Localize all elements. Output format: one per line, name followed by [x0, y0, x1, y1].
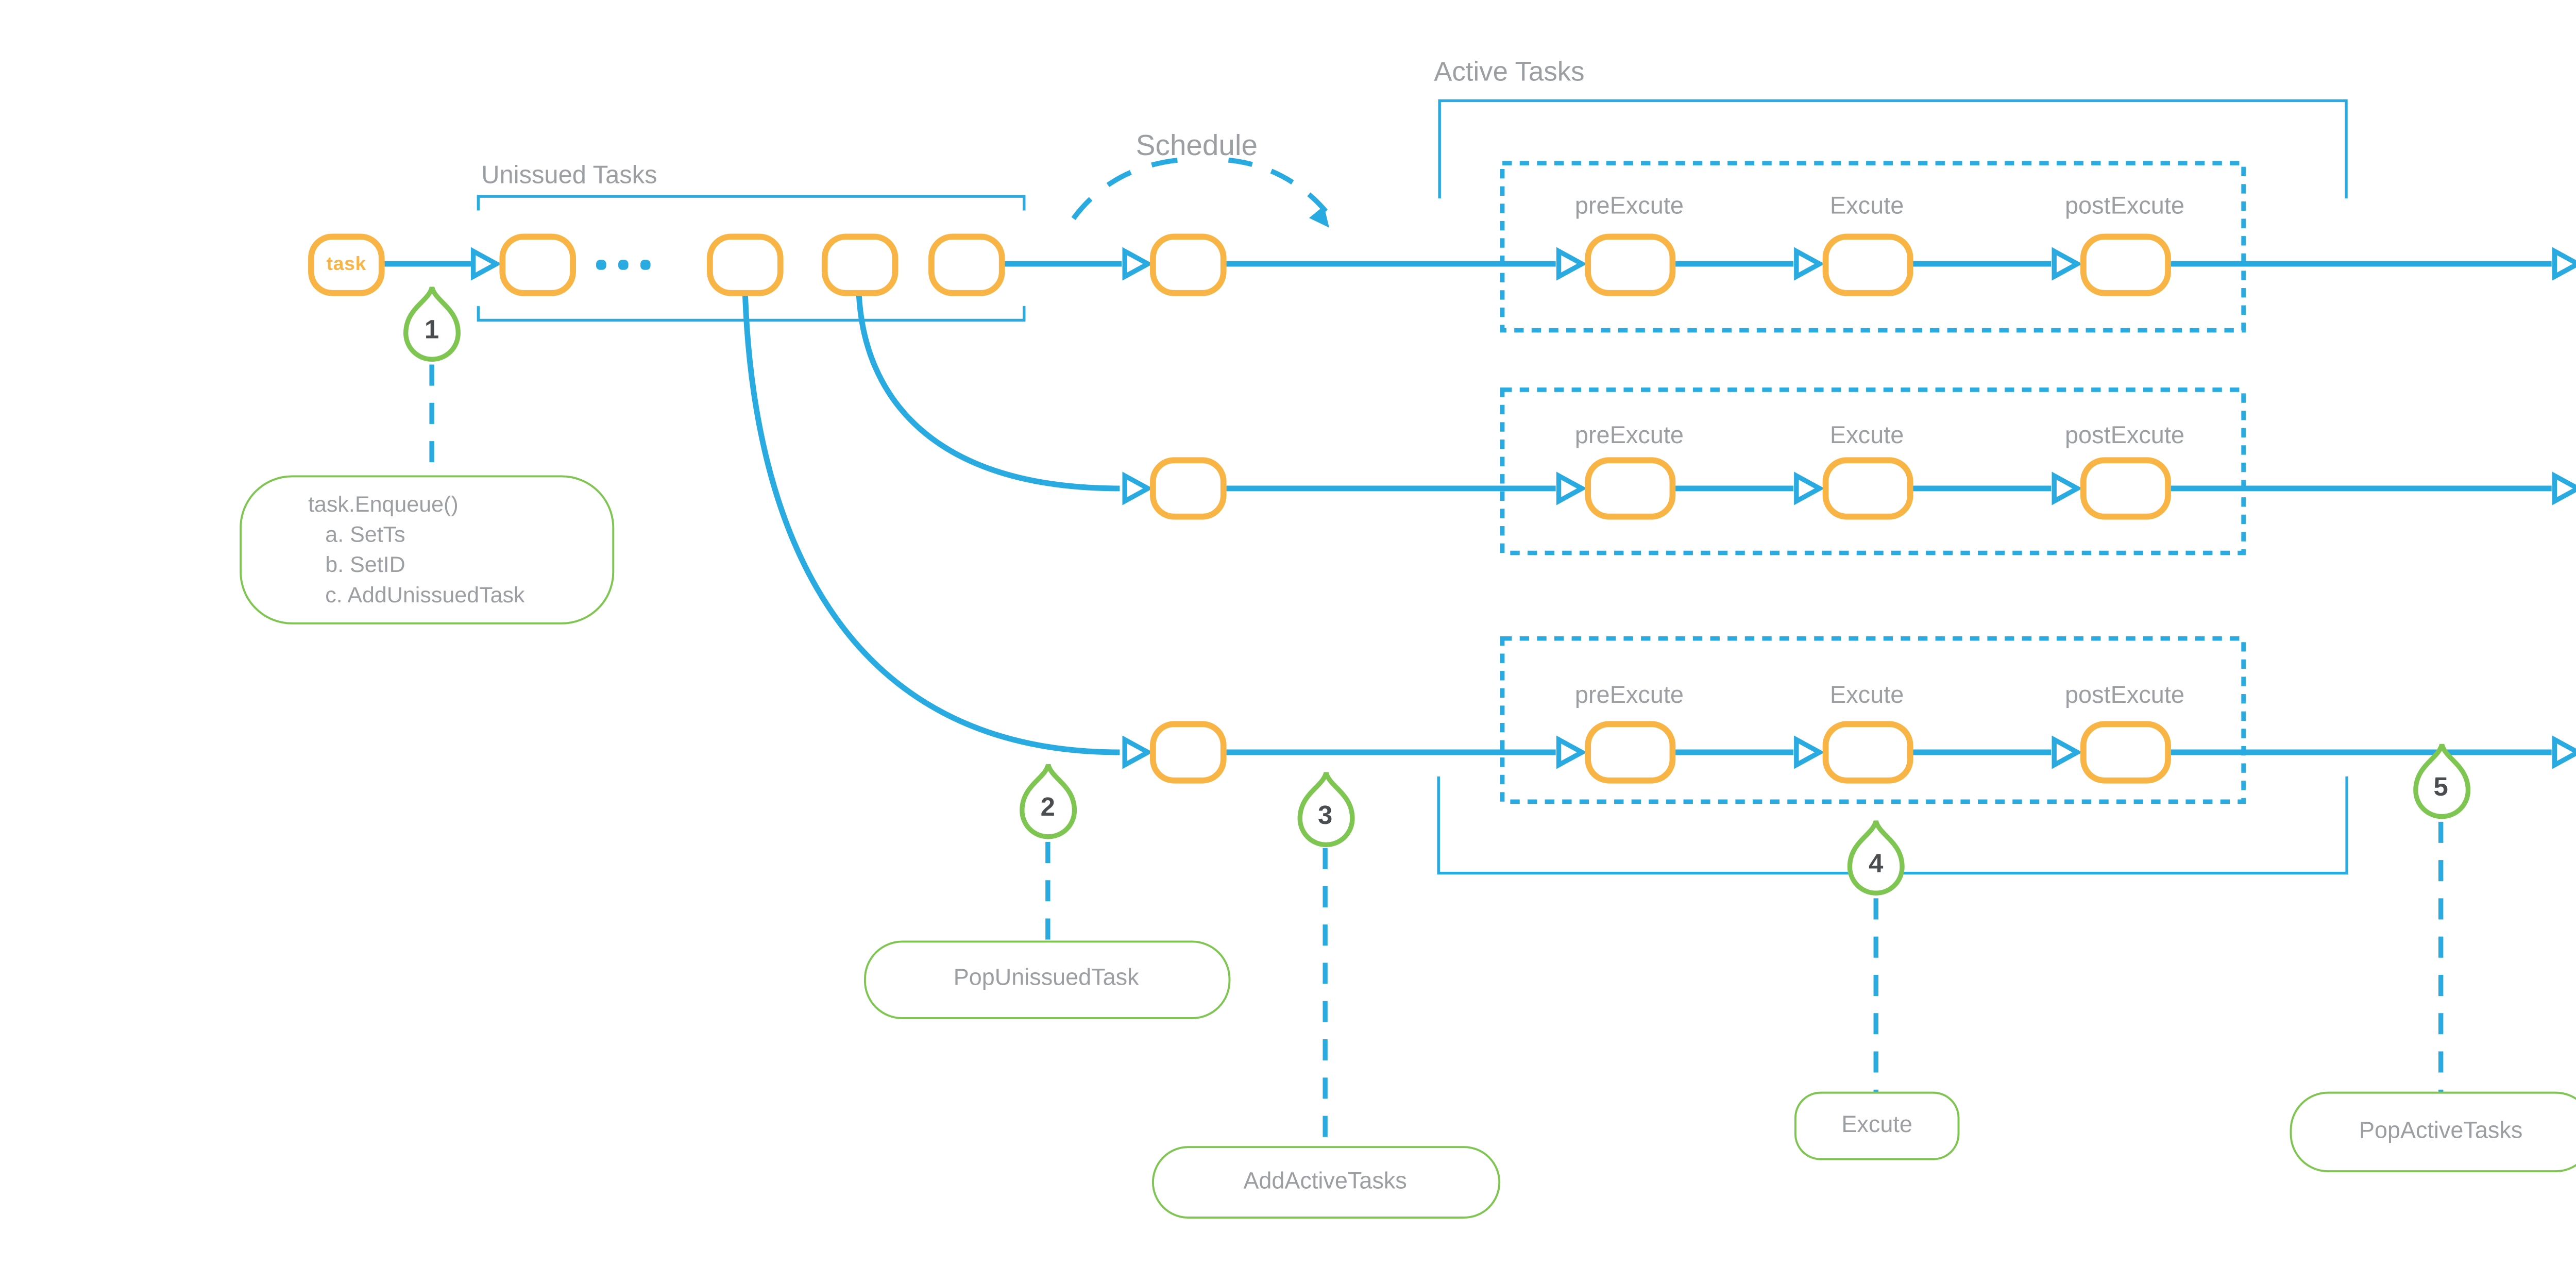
excute-node-row3: [1821, 721, 1912, 784]
arrow-postexcute-to-done-row3: [2170, 735, 2576, 769]
dotted-box-row3: [1500, 636, 2246, 804]
marker-4-drop-icon: [1847, 821, 1905, 897]
ellipsis-dot-2: [617, 259, 628, 269]
unissued-node-2: [707, 232, 784, 295]
marker-3: 3: [1296, 770, 1354, 848]
unissued-node-3: [820, 232, 897, 295]
arrow-schedule-to-preexcute-row2: [1226, 471, 1587, 505]
dotted-box-row1: [1500, 161, 2246, 333]
preexcute-node-row3: [1584, 721, 1675, 784]
arrow-postexcute-to-done-row1: [2170, 247, 2576, 281]
bracket-unissued-top: [477, 195, 1026, 211]
task-node-label: task: [326, 252, 367, 275]
marker-4-number: 4: [1869, 848, 1884, 879]
excute-label-row1: Excute: [1829, 190, 1904, 219]
preexcute-label-row2: preExcute: [1574, 420, 1684, 449]
callout-box-addactivetasks: AddActiveTasks: [1150, 1146, 1500, 1219]
ellipsis-dot-1: [595, 259, 605, 269]
callout-enqueue-line-4: c. AddUnissuedTask: [325, 584, 525, 609]
callout-enqueue-line-3: b. SetID: [325, 553, 405, 578]
arrow-postexcute-to-done-row2: [2170, 471, 2576, 505]
arrow-excute-to-postexcute-row1: [1912, 247, 2082, 281]
arrow-schedule-to-preexcute-row3: [1226, 735, 1587, 769]
active-tasks-label: Active Tasks: [1434, 56, 1585, 87]
excute-node-row1: [1821, 232, 1912, 295]
excute-label-row2: Excute: [1829, 420, 1904, 449]
marker-2-number: 2: [1040, 791, 1055, 822]
arrow-schedule-to-preexcute-row1: [1226, 247, 1587, 281]
bracket-active-top: [1438, 99, 2348, 199]
marker-5: 5: [2412, 741, 2470, 819]
callout-box-excute: Excute: [1794, 1091, 1960, 1159]
postexcute-node-row2: [2079, 457, 2170, 520]
curve-queue-to-schedule-row2: [856, 294, 1153, 505]
unissued-node-1: [498, 232, 575, 295]
callout-box-enqueue: task.Enqueue() a. SetTs b. SetID c. AddU…: [240, 474, 614, 624]
callout-box-popactivetasks: PopActiveTasks: [2289, 1091, 2576, 1173]
marker-4: 4: [1847, 818, 1905, 897]
postexcute-label-row3: postExcute: [2064, 681, 2185, 709]
callout-enqueue-line-1: task.Enqueue(): [308, 492, 459, 517]
task-node: task: [308, 232, 385, 295]
callout-enqueue-line-2: a. SetTs: [325, 523, 405, 548]
postexcute-node-row1: [2079, 232, 2170, 295]
preexcute-node-row2: [1584, 457, 1675, 520]
arrow-preexcute-to-excute-row3: [1674, 735, 1825, 769]
arrow-task-to-queue: [384, 247, 502, 281]
unissued-node-4: [927, 232, 1004, 295]
marker-3-drop-icon: [1296, 772, 1354, 848]
bracket-unissued-bottom: [477, 306, 1026, 322]
schedule-label: Schedule: [1136, 131, 1258, 163]
scheduled-node-row3: [1150, 721, 1227, 784]
preexcute-label-row1: preExcute: [1574, 190, 1684, 219]
marker-1: 1: [402, 283, 461, 361]
postexcute-node-row3: [2079, 721, 2170, 784]
arrow-queue-to-schedule-row1: [1004, 247, 1153, 281]
ellipsis-dot-3: [640, 259, 650, 269]
marker-2: 2: [1019, 762, 1077, 840]
marker-5-number: 5: [2433, 771, 2448, 801]
marker-3-number: 3: [1317, 800, 1333, 831]
excute-node-row2: [1821, 457, 1912, 520]
callout-box-popunissuedtask: PopUnissuedTask: [863, 939, 1230, 1018]
arrow-excute-to-postexcute-row3: [1912, 735, 2082, 769]
excute-label-row3: Excute: [1829, 681, 1904, 709]
marker-1-number: 1: [424, 313, 439, 344]
marker-2-drop-icon: [1019, 764, 1077, 840]
marker-1-drop-icon: [403, 285, 461, 361]
arrow-preexcute-to-excute-row2: [1674, 471, 1825, 505]
schedule-arc-arrow: [1071, 156, 1334, 228]
scheduled-node-row2: [1150, 457, 1227, 520]
arrow-excute-to-postexcute-row2: [1912, 471, 2082, 505]
preexcute-label-row3: preExcute: [1574, 681, 1684, 709]
postexcute-label-row1: postExcute: [2064, 190, 2185, 219]
unissued-tasks-label: Unissued Tasks: [481, 161, 657, 190]
preexcute-node-row1: [1584, 232, 1675, 295]
arrow-preexcute-to-excute-row1: [1674, 247, 1825, 281]
dotted-box-row2: [1500, 387, 2246, 555]
marker-5-drop-icon: [2412, 743, 2470, 819]
scheduled-node-row1: [1150, 232, 1227, 295]
postexcute-label-row2: postExcute: [2064, 420, 2185, 449]
curve-queue-to-schedule-row3: [742, 294, 1153, 769]
